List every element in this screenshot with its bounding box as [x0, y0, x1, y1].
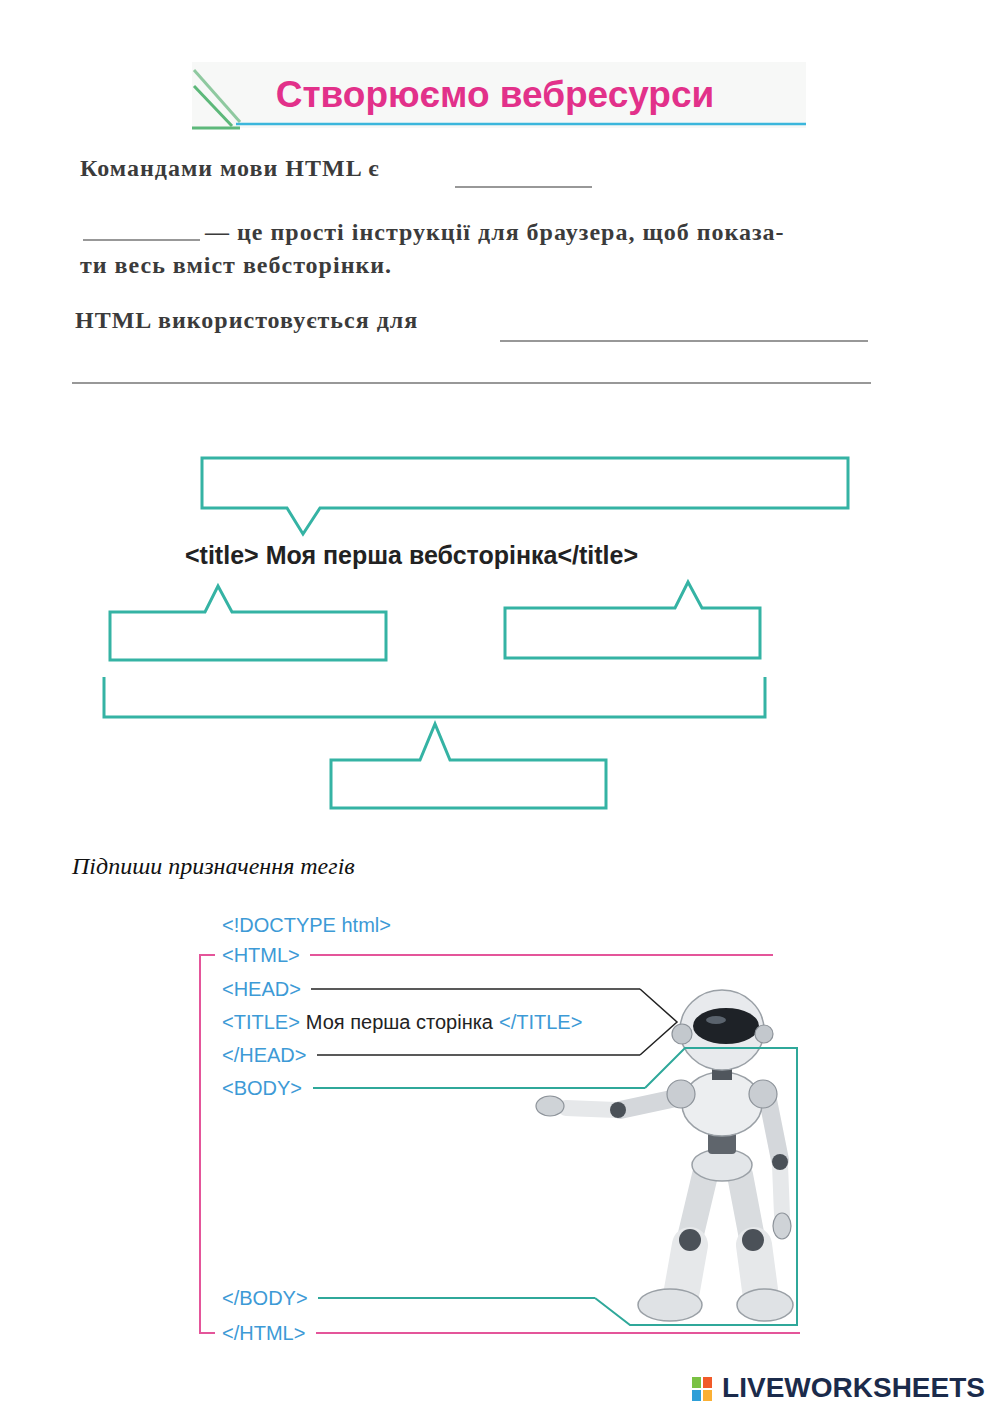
robot-hand	[773, 1213, 791, 1239]
banner-underline	[236, 123, 806, 126]
robot-foot	[737, 1289, 793, 1321]
robot-knee	[742, 1229, 764, 1251]
head-leader	[311, 988, 640, 990]
logo-square	[692, 1377, 701, 1388]
answer-blank	[455, 186, 592, 187]
code-tag: </title>	[557, 540, 638, 570]
code-tag: <HEAD>	[222, 977, 301, 1001]
robot-head	[680, 990, 764, 1070]
head-bracket	[640, 989, 677, 1055]
body-leader	[313, 1087, 645, 1089]
answer-blank	[83, 239, 200, 240]
question-text: — це прості інструкції для браузера, щоб…	[80, 216, 791, 282]
empty-callout	[331, 724, 606, 808]
robot-leg	[754, 1245, 760, 1290]
empty-callout	[202, 458, 848, 534]
code-line: <title>Моя перша вебсторінка</title>	[185, 540, 638, 570]
empty-callout	[505, 582, 760, 658]
banner-ground	[192, 62, 806, 128]
robot-arm	[566, 1108, 616, 1110]
html-leader	[310, 954, 773, 956]
code-content: Моя перша сторінка	[306, 1010, 493, 1034]
robot-hand	[536, 1096, 564, 1116]
empty-callout	[110, 586, 386, 660]
code-content: Моя перша вебсторінка	[266, 540, 558, 570]
banner-stroke	[192, 127, 240, 130]
code-line: <TITLE>Моя перша сторінка</TITLE>	[222, 1010, 582, 1034]
code-tag: <TITLE>	[222, 1010, 300, 1034]
robot-shoulder	[667, 1080, 695, 1108]
robot-leg	[682, 1245, 690, 1290]
robot-figure	[536, 990, 793, 1321]
code-tag: </HTML>	[222, 1321, 305, 1345]
element-bracket	[104, 677, 765, 717]
code-tag: </BODY>	[222, 1286, 308, 1310]
robot-arm	[620, 1098, 676, 1110]
body-leader	[318, 1297, 595, 1299]
robot-visor	[693, 1008, 759, 1044]
watermark: LIVEWORKSHEETS	[722, 1371, 985, 1405]
robot-torso	[682, 1072, 762, 1136]
logo-square	[703, 1377, 712, 1388]
robot-elbow	[772, 1154, 788, 1170]
robot-visor-shine	[706, 1016, 726, 1024]
body-bracket	[595, 1048, 797, 1325]
question-text: Командами мови HTML є	[80, 153, 380, 183]
worksheet-title: Створюємо вебресурси	[235, 72, 755, 118]
code-tag: <!DOCTYPE html>	[222, 913, 391, 937]
logo-square	[692, 1390, 701, 1401]
html-bracket	[200, 955, 215, 1333]
robot-arm	[768, 1100, 780, 1160]
robot-knee	[679, 1229, 701, 1251]
code-tag: </HEAD>	[222, 1043, 306, 1067]
answer-blank	[72, 382, 871, 383]
instruction-text: Підпиши призначення тегів	[72, 851, 355, 881]
robot-elbow	[610, 1102, 626, 1118]
code-tag: <title>	[185, 540, 259, 570]
html-leader	[316, 1332, 800, 1334]
robot-ear	[672, 1024, 692, 1044]
banner-stroke	[194, 86, 232, 126]
code-tag: <BODY>	[222, 1076, 302, 1100]
robot-shoulder	[749, 1080, 777, 1108]
robot-ear	[755, 1025, 773, 1043]
head-leader	[317, 1054, 640, 1056]
robot-arm	[780, 1165, 782, 1215]
answer-blank	[500, 340, 868, 341]
code-tag: <HTML>	[222, 943, 300, 967]
robot-foot	[638, 1289, 702, 1321]
logo-square	[703, 1390, 712, 1401]
question-text: HTML використовується для	[75, 305, 418, 335]
code-tag: </TITLE>	[499, 1010, 582, 1034]
banner-stroke	[194, 70, 240, 122]
